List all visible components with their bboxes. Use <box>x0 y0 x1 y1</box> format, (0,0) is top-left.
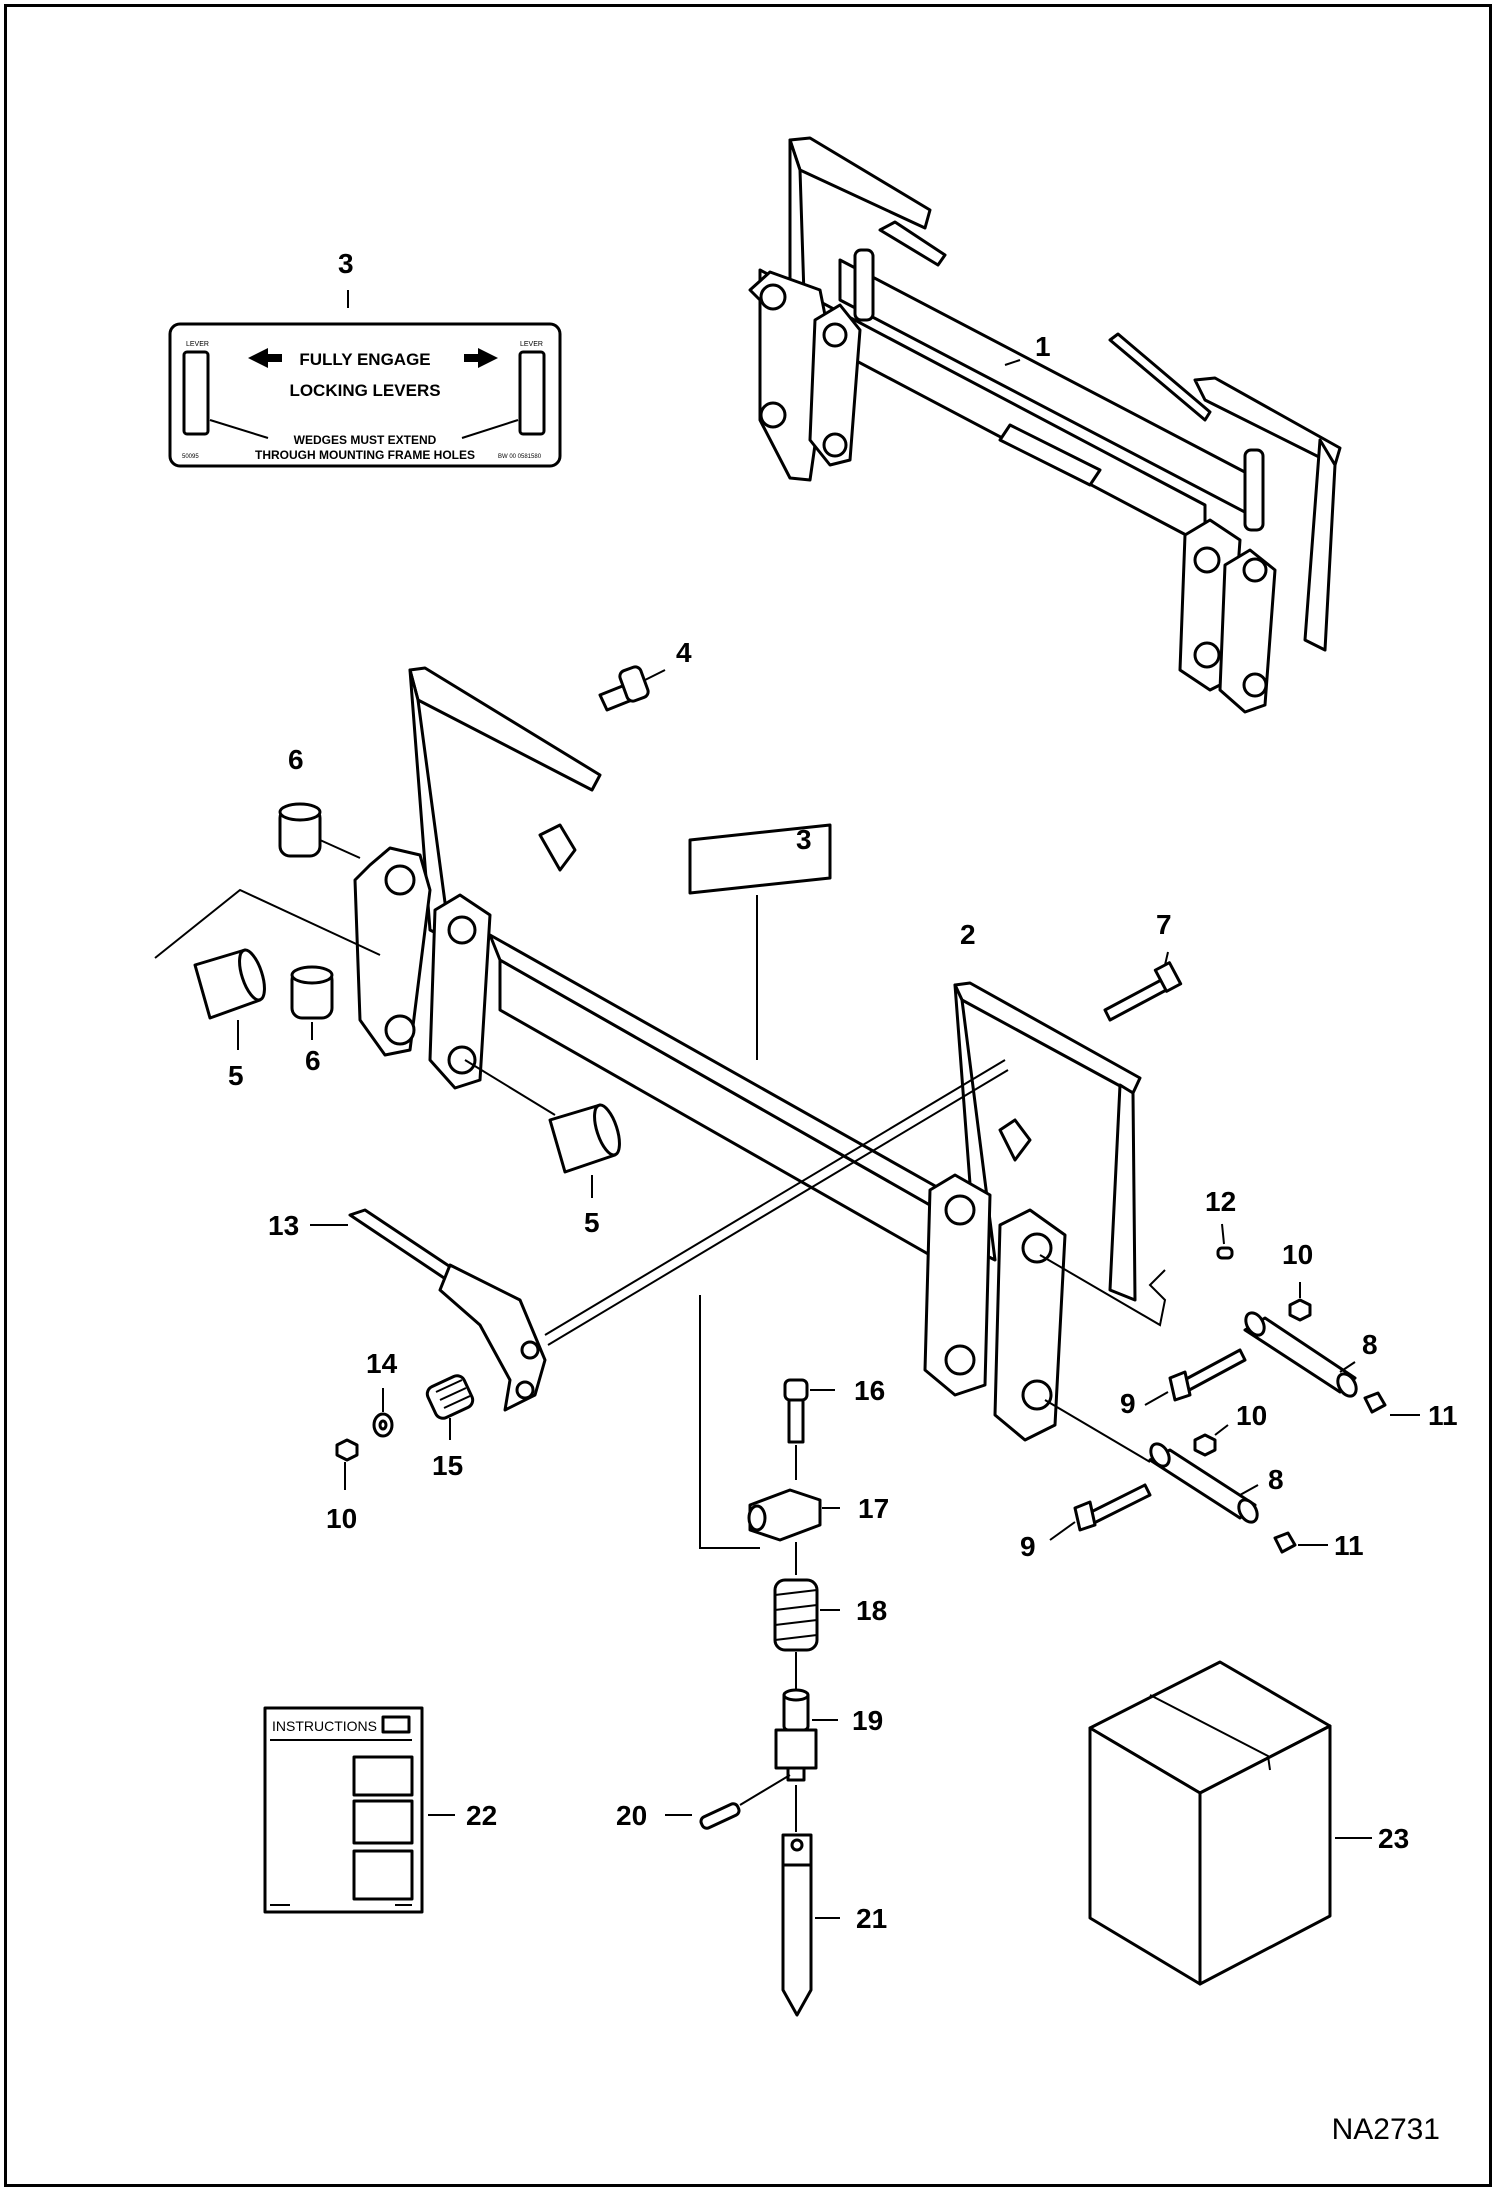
callout-17: 17 <box>858 1493 889 1524</box>
decal-code-right: BW 00 0581580 <box>498 454 542 460</box>
callout-11a: 11 <box>1428 1400 1458 1431</box>
part-16-bolt <box>783 1378 809 1444</box>
callout-13: 13 <box>268 1210 299 1241</box>
leader-5a <box>154 888 381 959</box>
callout-3b: 3 <box>796 824 812 855</box>
callout-11b: 11 <box>1334 1530 1364 1561</box>
part-10-nut-upper <box>1288 1298 1312 1322</box>
callout-8a: 8 <box>1362 1329 1378 1360</box>
callout-5b: 5 <box>584 1207 600 1238</box>
decal-code-left: 50095 <box>182 454 199 460</box>
part-18-spring <box>773 1578 819 1652</box>
decal-line-4: THROUGH MOUNTING FRAME HOLES <box>255 448 475 462</box>
leader-1 <box>1004 359 1021 366</box>
part-19-plunger <box>774 1688 818 1782</box>
callout-10a: 10 <box>1282 1239 1313 1270</box>
callout-22: 22 <box>466 1800 497 1831</box>
callout-20: 20 <box>616 1800 647 1831</box>
part-9-bolt-upper <box>1168 1348 1247 1402</box>
callout-6a: 6 <box>288 744 304 775</box>
decal-line-2: LOCKING LEVERS <box>289 381 440 400</box>
callout-10c: 10 <box>326 1503 357 1534</box>
part-11-fitting-lower <box>1273 1531 1297 1554</box>
part-5-sleeve-left <box>193 948 266 1020</box>
part-4-fitting <box>598 665 650 712</box>
part-7-bolt <box>1103 961 1183 1022</box>
decal-on-frame <box>688 823 832 895</box>
callout-3a: 3 <box>338 248 354 279</box>
decal-line-1: FULLY ENGAGE <box>299 350 430 369</box>
part-8-pin-upper <box>1243 1311 1358 1398</box>
part-22-instructions-manual: INSTRUCTIONS <box>263 1706 424 1914</box>
part-11-fitting-upper <box>1363 1391 1387 1414</box>
callout-2: 2 <box>960 919 976 950</box>
part-5-sleeve-right <box>548 1103 621 1174</box>
page-border <box>4 4 1492 2187</box>
callout-6b: 6 <box>305 1045 321 1076</box>
callout-12: 12 <box>1205 1186 1236 1217</box>
part-13-lever <box>348 1059 1009 1412</box>
callout-21: 21 <box>856 1903 887 1934</box>
callout-23: 23 <box>1378 1823 1409 1854</box>
leader-6a <box>319 839 361 859</box>
mounting-frame-assembly-2 <box>353 666 1142 1442</box>
part-6-bushing-lower <box>290 965 334 1020</box>
callout-1: 1 <box>1035 331 1051 362</box>
part-8-pin-lower <box>1148 1442 1259 1524</box>
callout-16: 16 <box>854 1375 885 1406</box>
callout-9b: 9 <box>1020 1531 1036 1562</box>
part-6-bushing-top <box>278 802 322 858</box>
decal-lever-left: LEVER <box>186 341 209 348</box>
callout-19: 19 <box>852 1705 883 1736</box>
callout-15: 15 <box>432 1450 463 1481</box>
callout-14: 14 <box>366 1348 398 1379</box>
callout-18: 18 <box>856 1595 887 1626</box>
part-20-pin <box>699 1802 741 1830</box>
decal-lever-right: LEVER <box>520 341 543 348</box>
reference-id: NA2731 <box>1331 2113 1440 2146</box>
part-21-wedge <box>781 1833 813 2017</box>
leader-4 <box>644 669 666 681</box>
part-9-bolt-lower <box>1073 1483 1152 1532</box>
callout-7: 7 <box>1156 909 1172 940</box>
part-14-washer <box>372 1412 394 1438</box>
callout-4: 4 <box>676 637 692 668</box>
part-10-nut-lower <box>1193 1433 1217 1457</box>
callout-5a: 5 <box>228 1060 244 1091</box>
part-10-nut-left <box>335 1438 359 1462</box>
decal-line-3: WEDGES MUST EXTEND <box>294 433 437 447</box>
callout-8b: 8 <box>1268 1464 1284 1495</box>
part-23-carton <box>1088 1660 1332 1986</box>
decal-3-fully-engage: FULLY ENGAGE LOCKING LEVERS WEDGES MUST … <box>168 322 562 468</box>
mounting-frame-assembly-1 <box>748 136 1342 714</box>
part-15-spring <box>425 1374 475 1420</box>
part-12-pin <box>1216 1246 1234 1260</box>
manual-title: INSTRUCTIONS <box>272 1718 377 1734</box>
callout-9a: 9 <box>1120 1388 1136 1419</box>
callouts: 1 2 3 3 4 5 5 6 6 7 8 8 9 9 10 10 10 11 … <box>228 248 1458 1934</box>
part-17-block <box>747 1488 822 1542</box>
callout-10b: 10 <box>1236 1400 1267 1431</box>
